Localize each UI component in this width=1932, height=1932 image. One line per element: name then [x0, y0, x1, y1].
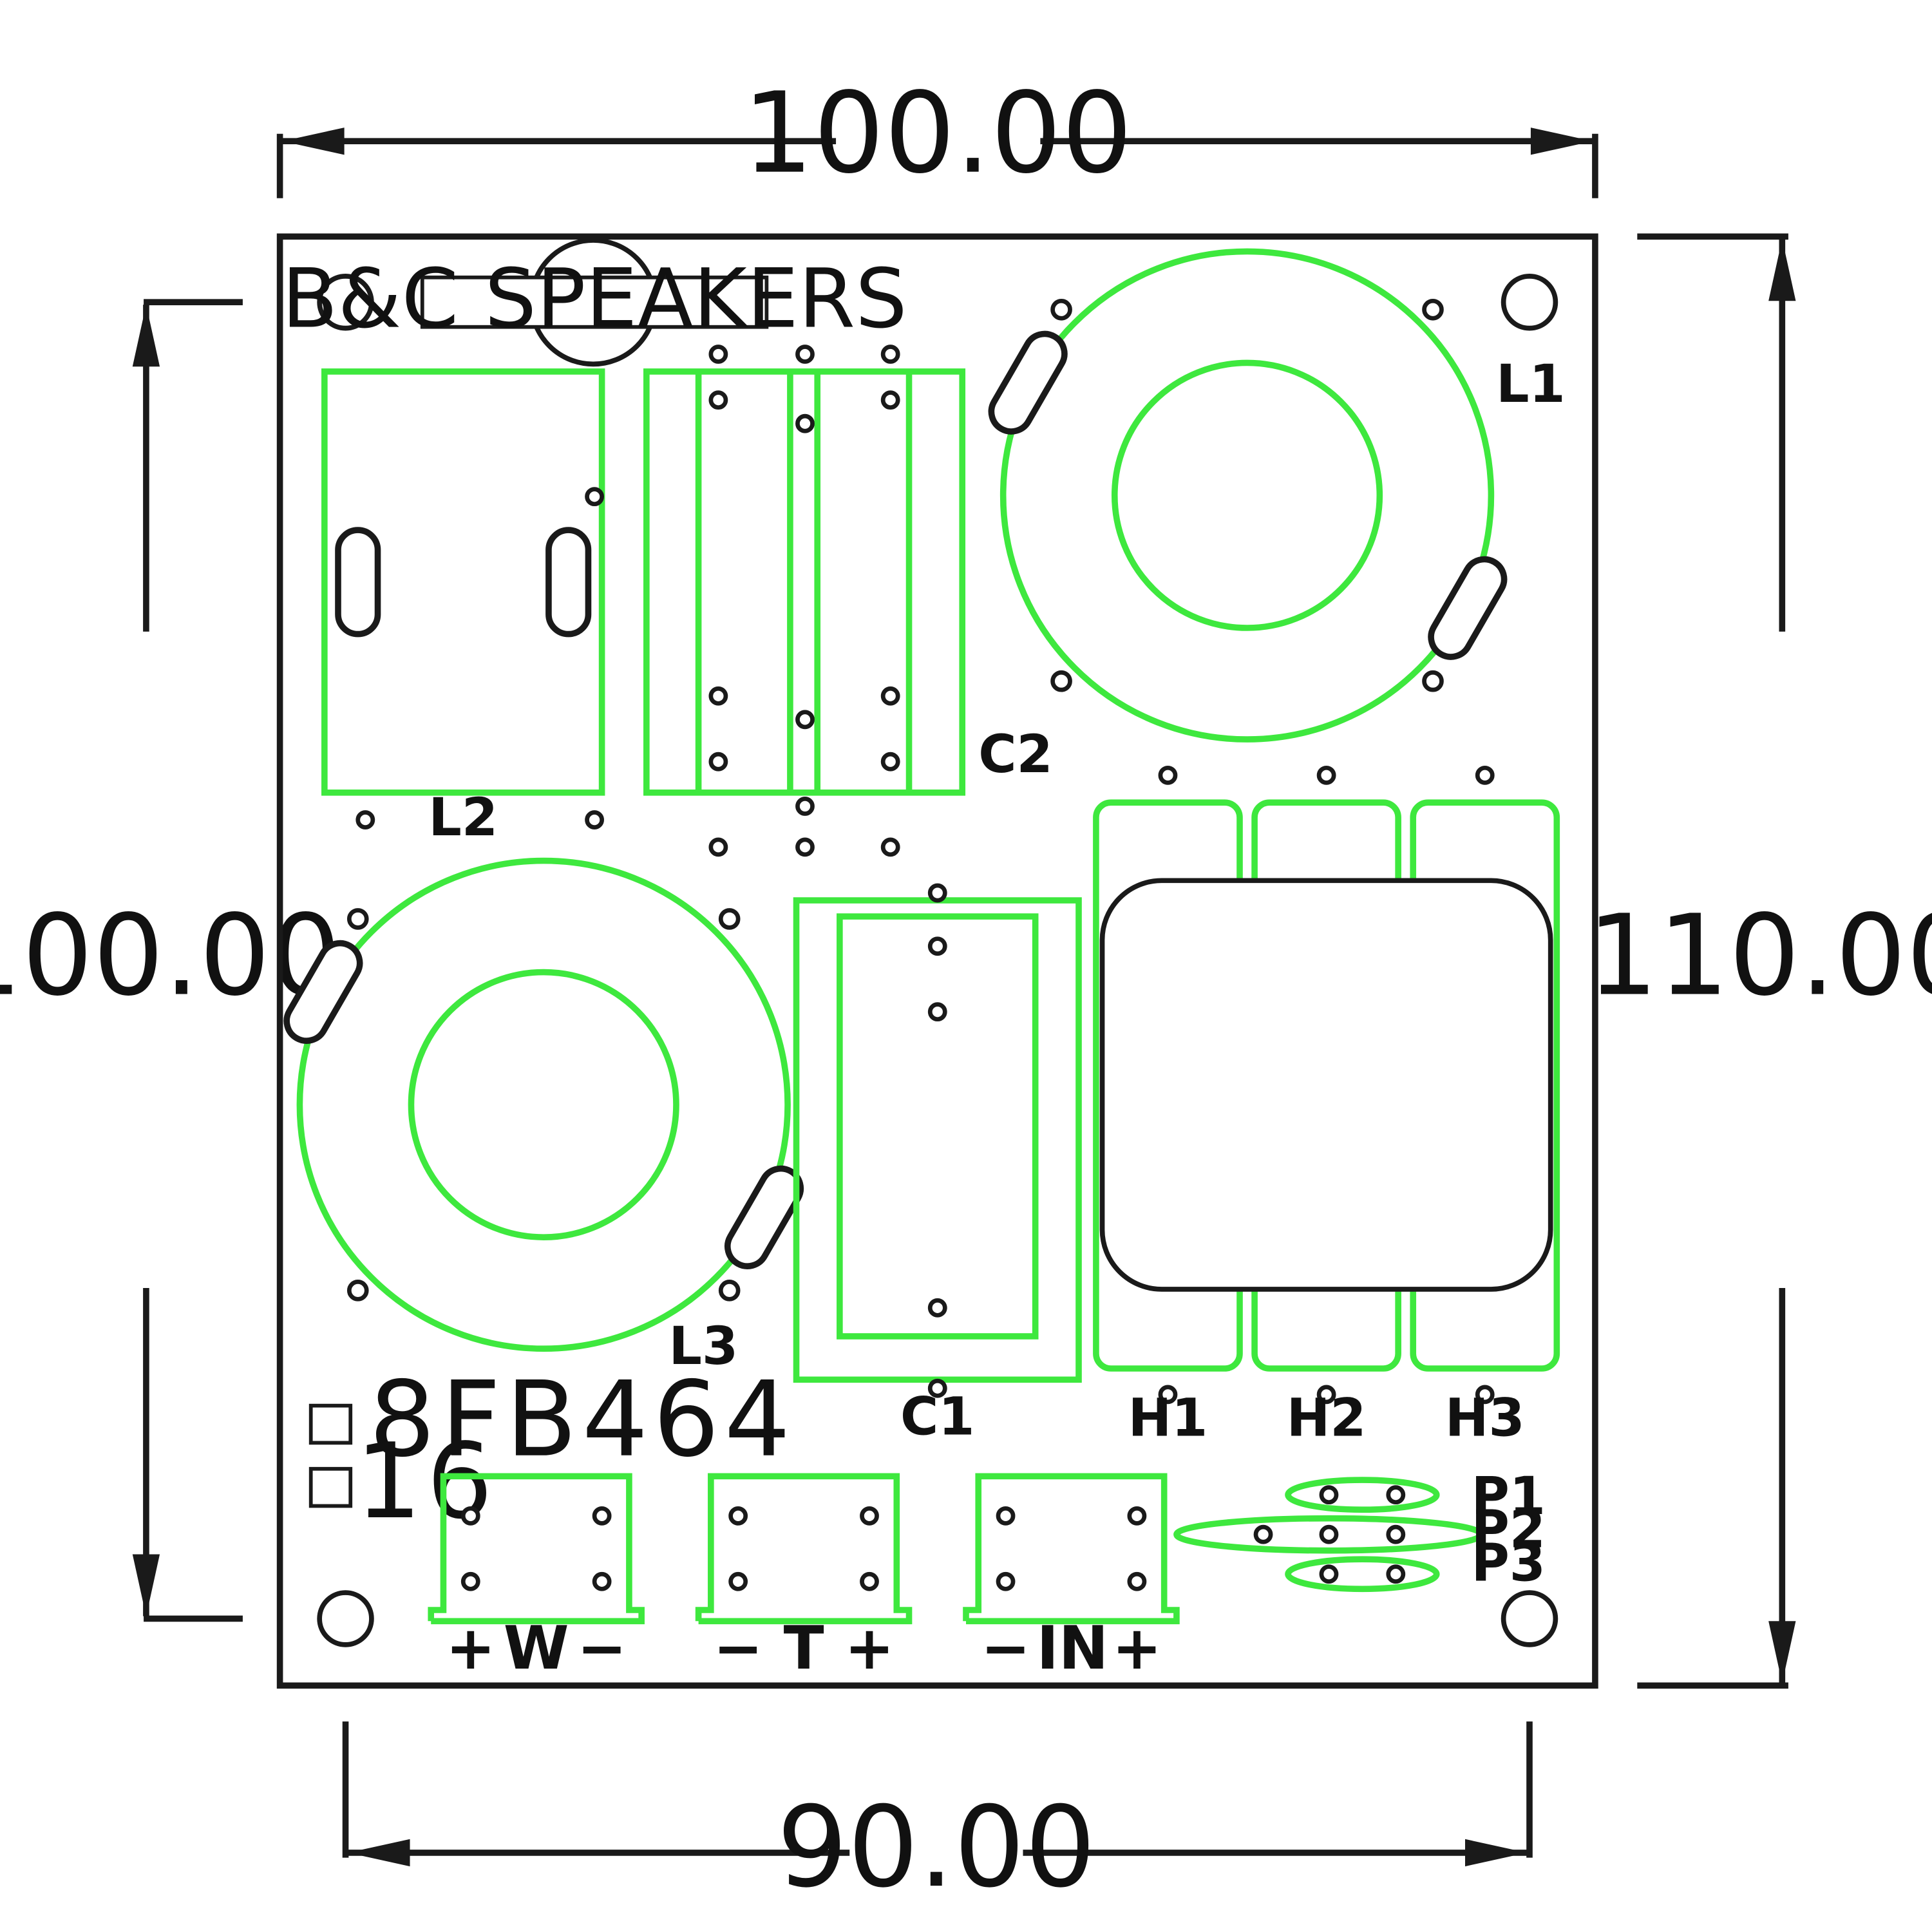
mounting-hole: [1501, 274, 1558, 331]
dimension-width-top: 100.00: [743, 68, 1133, 198]
model-number: FB464: [441, 1359, 795, 1481]
label-p3: P3: [1472, 1533, 1546, 1594]
terminal-tweeter-label: T: [784, 1613, 824, 1683]
terminal-woofer: + W −: [428, 1473, 645, 1683]
terminal-tweeter-right-sign: +: [844, 1613, 894, 1683]
terminal-input: − IN +: [963, 1473, 1180, 1683]
capacitor-c2: C2: [643, 345, 1053, 857]
terminal-input-left-sign: −: [981, 1613, 1030, 1683]
checkbox-16-ohm: [308, 1466, 353, 1508]
mounting-hole: [1501, 1590, 1558, 1647]
terminal-tweeter: − T +: [695, 1473, 913, 1683]
capacitor-c1: C1: [793, 883, 1082, 1448]
label-h2: H2: [1287, 1388, 1367, 1449]
terminal-woofer-left-sign: +: [446, 1613, 495, 1683]
label-p1: P1: [1472, 1466, 1546, 1527]
jumper-block-p: P1 P2 P3: [1173, 1466, 1546, 1594]
label-l2: L2: [428, 788, 498, 848]
mounting-hole: [317, 1590, 374, 1647]
brand-logo: B&C SPEAKERS: [281, 238, 907, 367]
dimension-top: 100.00: [276, 68, 1598, 198]
dimension-right: 110.00: [1587, 233, 1932, 1689]
label-l3: L3: [668, 1316, 738, 1377]
label-c1: C1: [900, 1387, 974, 1448]
dimension-height-right: 110.00: [1587, 891, 1932, 1021]
terminal-woofer-right-sign: −: [577, 1613, 627, 1683]
label-c2: C2: [978, 724, 1052, 785]
terminal-input-right-sign: +: [1112, 1613, 1162, 1683]
terminal-tweeter-left-sign: −: [713, 1613, 762, 1683]
impedance-option-8: 8: [369, 1359, 440, 1481]
terminal-woofer-label: W: [504, 1613, 569, 1683]
mounting-hole: [317, 274, 374, 331]
terminal-input-label: IN: [1037, 1613, 1109, 1683]
label-p2: P2: [1472, 1500, 1546, 1560]
label-h3: H3: [1445, 1388, 1525, 1449]
checkbox-8-ohm: [308, 1403, 353, 1445]
impedance-selector: 8 16 FB464: [308, 1359, 795, 1542]
inductor-l2: L2: [321, 368, 605, 848]
label-l1: L1: [1496, 354, 1566, 415]
dimension-height-left: 100.00: [0, 891, 341, 1021]
inductor-l3: L3: [283, 857, 804, 1377]
dimension-width-bottom: 90.00: [777, 1782, 1095, 1912]
label-h1: H1: [1128, 1388, 1208, 1449]
board-outline: [276, 233, 1598, 1689]
dimension-bottom: 90.00: [342, 1721, 1533, 1912]
heatsink-block: [1099, 878, 1553, 1292]
inductor-l1: L1: [988, 248, 1566, 743]
brand-name: B&C SPEAKERS: [281, 251, 907, 346]
resistor-bank-h: H1 H2 H3: [1093, 765, 1560, 1449]
dimension-left: 100.00: [0, 299, 341, 1622]
